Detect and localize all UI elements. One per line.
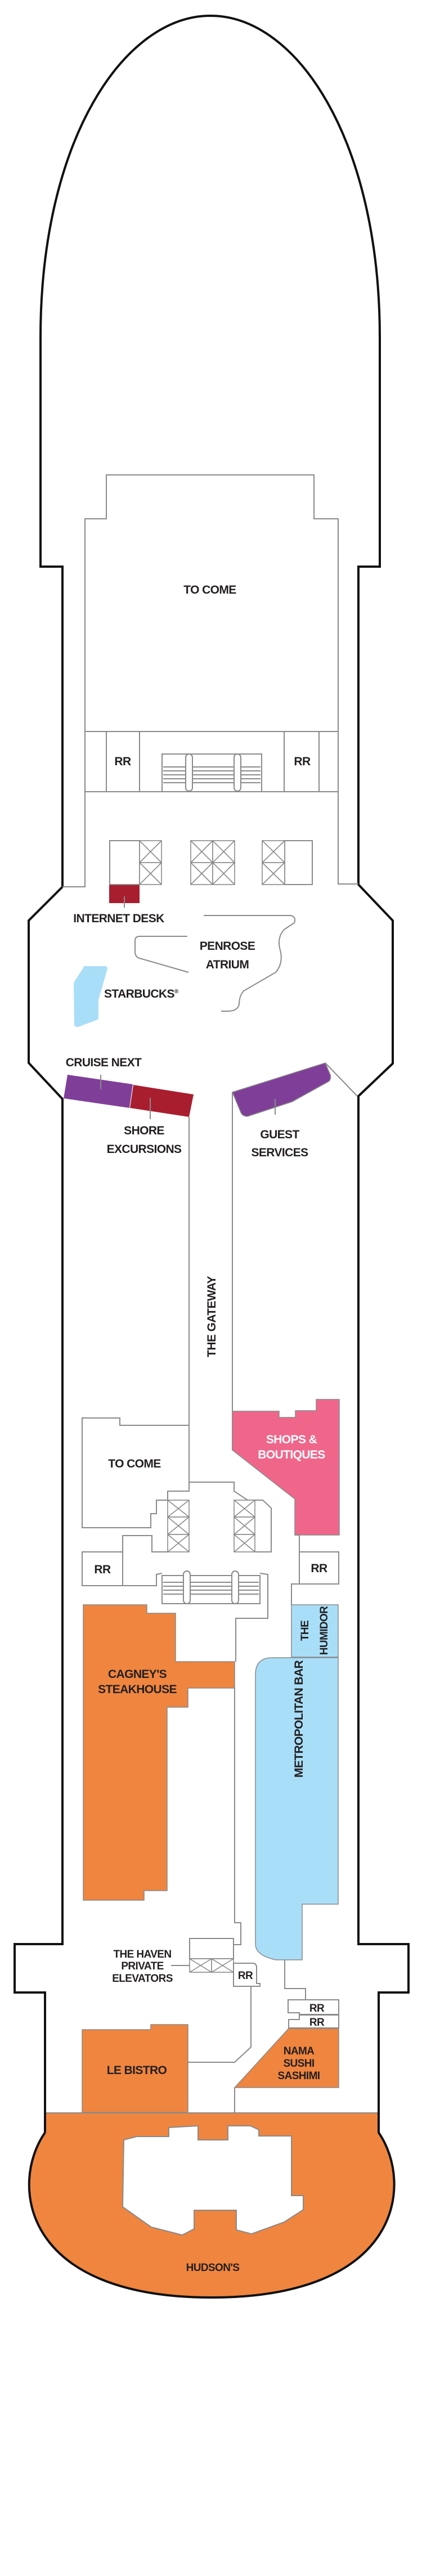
guest-services-label: GUEST <box>260 1128 299 1141</box>
shops-label: SHOPS & <box>266 1433 317 1446</box>
wall <box>234 1688 241 1945</box>
nama-label: SASHIMI <box>278 2070 320 2082</box>
le-bistro[interactable] <box>82 2024 188 2113</box>
metropolitan-bar[interactable] <box>255 1657 339 1960</box>
wall <box>284 1960 306 2000</box>
shore-excursions-label: EXCURSIONS <box>107 1143 182 1156</box>
nama-label: SUSHI <box>283 2058 314 2070</box>
haven-elevators-label: PRIVATE <box>121 1960 163 1972</box>
wall <box>188 1986 252 2063</box>
restroom-haven[interactable] <box>233 1963 261 1987</box>
humidor-label: THE <box>299 1621 311 1641</box>
shops-label: BOUTIQUES <box>258 1448 325 1461</box>
cagneys-label: STEAKHOUSE <box>98 1683 177 1696</box>
shore-excursions-label: SHORE <box>124 1124 164 1137</box>
cagneys-label: CAGNEY'S <box>108 1668 167 1681</box>
the-humidor[interactable] <box>291 1604 339 1658</box>
wall <box>62 792 358 887</box>
shore-excursions-desk[interactable] <box>130 1085 194 1117</box>
restroom-label: RR <box>309 2017 325 2029</box>
shops-and-boutiques[interactable] <box>232 1399 340 1536</box>
restroom-forward-left[interactable] <box>106 731 140 792</box>
restroom-label: RR <box>238 1970 253 1982</box>
le-bistro-label: LE BISTRO <box>107 2064 167 2077</box>
mid-stairs-icon <box>161 1570 261 1604</box>
forward-venue-to-come[interactable] <box>84 474 339 732</box>
internet-desk-label: INTERNET DESK <box>73 912 164 925</box>
restroom-mid-left[interactable] <box>82 1551 123 1586</box>
restroom-aft-2[interactable] <box>288 2014 339 2029</box>
atrium-outline <box>134 915 296 1012</box>
restroom-forward-right[interactable] <box>284 731 320 792</box>
cruise-next-desk[interactable] <box>64 1075 133 1108</box>
ship-hull <box>14 14 410 2299</box>
nama-label: NAMA <box>284 2045 315 2057</box>
forward-venue-label: TO COME <box>183 584 236 596</box>
restroom-label: RR <box>94 1563 111 1576</box>
starbucks[interactable] <box>74 966 107 1027</box>
haven-elevators-label: ELEVATORS <box>112 1973 173 1985</box>
forward-stairs-icon <box>161 753 262 792</box>
metropolitan-bar-label: METROPOLITAN BAR <box>293 1660 306 1778</box>
restroom-mid-right[interactable] <box>299 1551 339 1585</box>
restroom-label: RR <box>294 755 311 768</box>
restroom-label: RR <box>114 755 131 768</box>
starbucks-label: STARBUCKS® <box>104 988 179 1000</box>
elevator-bank-forward <box>109 840 313 885</box>
humidor-label: HUMIDOR <box>318 1606 330 1655</box>
restroom-label: RR <box>309 2003 325 2014</box>
the-gateway-label: THE GATEWAY <box>205 1276 218 1357</box>
cruise-next-label: CRUISE NEXT <box>66 1056 142 1069</box>
hudsons-center-void <box>122 2125 304 2236</box>
penrose-atrium-label: PENROSE <box>200 940 255 953</box>
guest-services-label: SERVICES <box>251 1146 308 1159</box>
mid-venue-label: TO COME <box>108 1457 161 1470</box>
haven-lobby <box>189 1938 234 1959</box>
hudsons-label: HUDSON'S <box>186 2262 240 2274</box>
haven-private-elevators[interactable] <box>189 1958 234 1973</box>
cagneys-steakhouse[interactable] <box>83 1604 235 1901</box>
guest-services-desk[interactable] <box>231 1062 331 1117</box>
penrose-atrium-label: ATRIUM <box>206 958 249 971</box>
nama-sushi-sashimi[interactable] <box>234 2028 339 2088</box>
restroom-label: RR <box>311 1562 327 1575</box>
elevator-bank-mid <box>167 1500 255 1552</box>
haven-elevators-label: THE HAVEN <box>114 1949 172 1960</box>
